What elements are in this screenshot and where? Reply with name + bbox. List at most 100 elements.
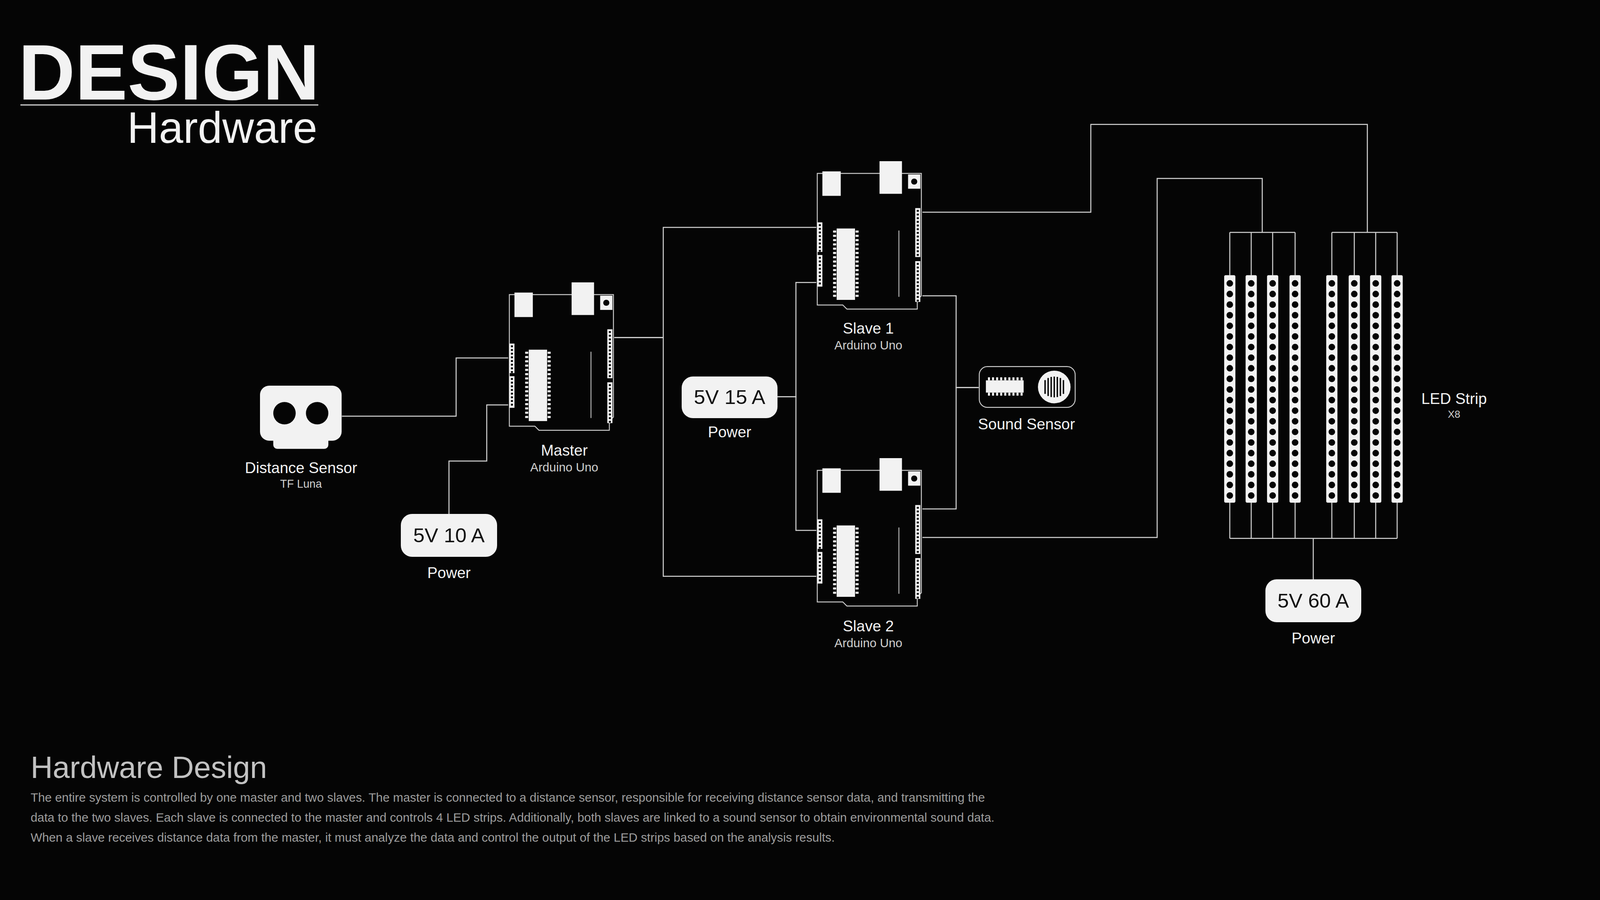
chip-pin (525, 395, 528, 398)
led-dot (1269, 439, 1276, 447)
led-dot (1393, 397, 1401, 404)
led-dot (1269, 312, 1276, 319)
component-illustration (978, 366, 1076, 408)
pin-hole (608, 388, 611, 390)
led-dot (1350, 375, 1358, 383)
led-dot (1247, 429, 1255, 436)
wire-connector (614, 227, 817, 338)
led-dot (1393, 322, 1401, 330)
led-dot (1291, 407, 1299, 415)
chip-pin (855, 252, 859, 255)
chip-pin (833, 549, 837, 552)
pin-hole (608, 417, 611, 420)
pin-hole (916, 517, 919, 520)
pin-header (817, 552, 823, 584)
chip-pin (525, 407, 528, 410)
pin-hole (608, 357, 611, 359)
chip-pin (1012, 392, 1015, 396)
pin-hole (818, 521, 821, 523)
pin-hole (818, 572, 821, 574)
chip-pin (833, 290, 837, 293)
led-dot (1393, 460, 1401, 468)
strip-wire (1272, 502, 1273, 539)
pin-hole (608, 402, 611, 405)
pin-hole (608, 399, 611, 401)
led-dot (1328, 386, 1335, 394)
chip-pin (833, 579, 837, 582)
wire-connector (777, 397, 817, 531)
led-dot (1247, 397, 1255, 404)
pin-hole (510, 360, 513, 363)
pin-hole (818, 224, 821, 226)
pin-hole (818, 579, 821, 582)
pin-hole (608, 375, 611, 378)
illustration-group (1224, 232, 1403, 539)
led-strip (1370, 275, 1382, 503)
pin-header (607, 382, 613, 424)
led-dot (1350, 354, 1358, 362)
sensor-tab (273, 432, 329, 449)
led-dot (1291, 290, 1299, 298)
strip-wire (1250, 502, 1252, 539)
led-dot (1393, 354, 1401, 362)
pin-hole (818, 257, 821, 259)
pin-hole (916, 507, 919, 509)
wire-connector (922, 387, 979, 510)
chip-pin (547, 407, 551, 410)
led-dot (1226, 397, 1233, 404)
pin-hole (916, 232, 919, 234)
led-dot (1247, 418, 1255, 425)
chip-pin (1000, 377, 1003, 381)
led-dot (1269, 354, 1276, 362)
power-jack (879, 161, 903, 194)
pin-hole (916, 585, 919, 588)
sensor-lens (306, 402, 329, 425)
strip-wire (1331, 232, 1333, 276)
chip-pin (547, 365, 551, 368)
led-dot (1393, 290, 1401, 298)
chip-pin (855, 282, 859, 285)
chip-pin (855, 247, 859, 250)
pin-hole (916, 574, 919, 577)
led-dot (1291, 365, 1299, 373)
chip-pin (855, 256, 859, 259)
led-dot (1247, 344, 1255, 351)
chip-pin (995, 392, 998, 396)
pin-hole (818, 565, 821, 567)
led-dot (1226, 354, 1233, 362)
chip-pin (991, 392, 994, 396)
pin-hole (818, 547, 821, 549)
component-model: X8 (1421, 408, 1487, 421)
chip-pin (855, 553, 859, 556)
led-dot (1328, 301, 1335, 309)
led-dot (1350, 450, 1358, 457)
illustration-group (817, 458, 922, 607)
chip-pin (1020, 377, 1023, 381)
led-dot (1269, 407, 1276, 415)
pin-hole (916, 510, 919, 513)
pin-hole (510, 385, 513, 388)
pin-hole (818, 239, 821, 241)
pin-hole (818, 275, 821, 278)
chip-pin (833, 536, 837, 539)
usb-port (822, 171, 841, 196)
led-dot (1291, 429, 1299, 436)
wire-connector (922, 295, 979, 388)
chip-pin (833, 256, 837, 259)
led-dot (1372, 375, 1379, 383)
led-dot (1226, 482, 1233, 489)
pin-header (509, 376, 515, 409)
pin-hole (916, 547, 919, 550)
chip-pin (855, 527, 859, 530)
pin-hole (818, 539, 821, 542)
led-dot (1226, 290, 1233, 298)
pin-header (817, 222, 823, 253)
led-dot (1372, 301, 1379, 309)
sensor-lens (273, 402, 296, 425)
chip-pin (833, 273, 837, 276)
pin-hole (916, 589, 919, 592)
chip-pin (525, 369, 528, 372)
microphone-grille (1047, 378, 1049, 397)
pin-header (915, 208, 921, 258)
pin-hole (916, 578, 919, 580)
